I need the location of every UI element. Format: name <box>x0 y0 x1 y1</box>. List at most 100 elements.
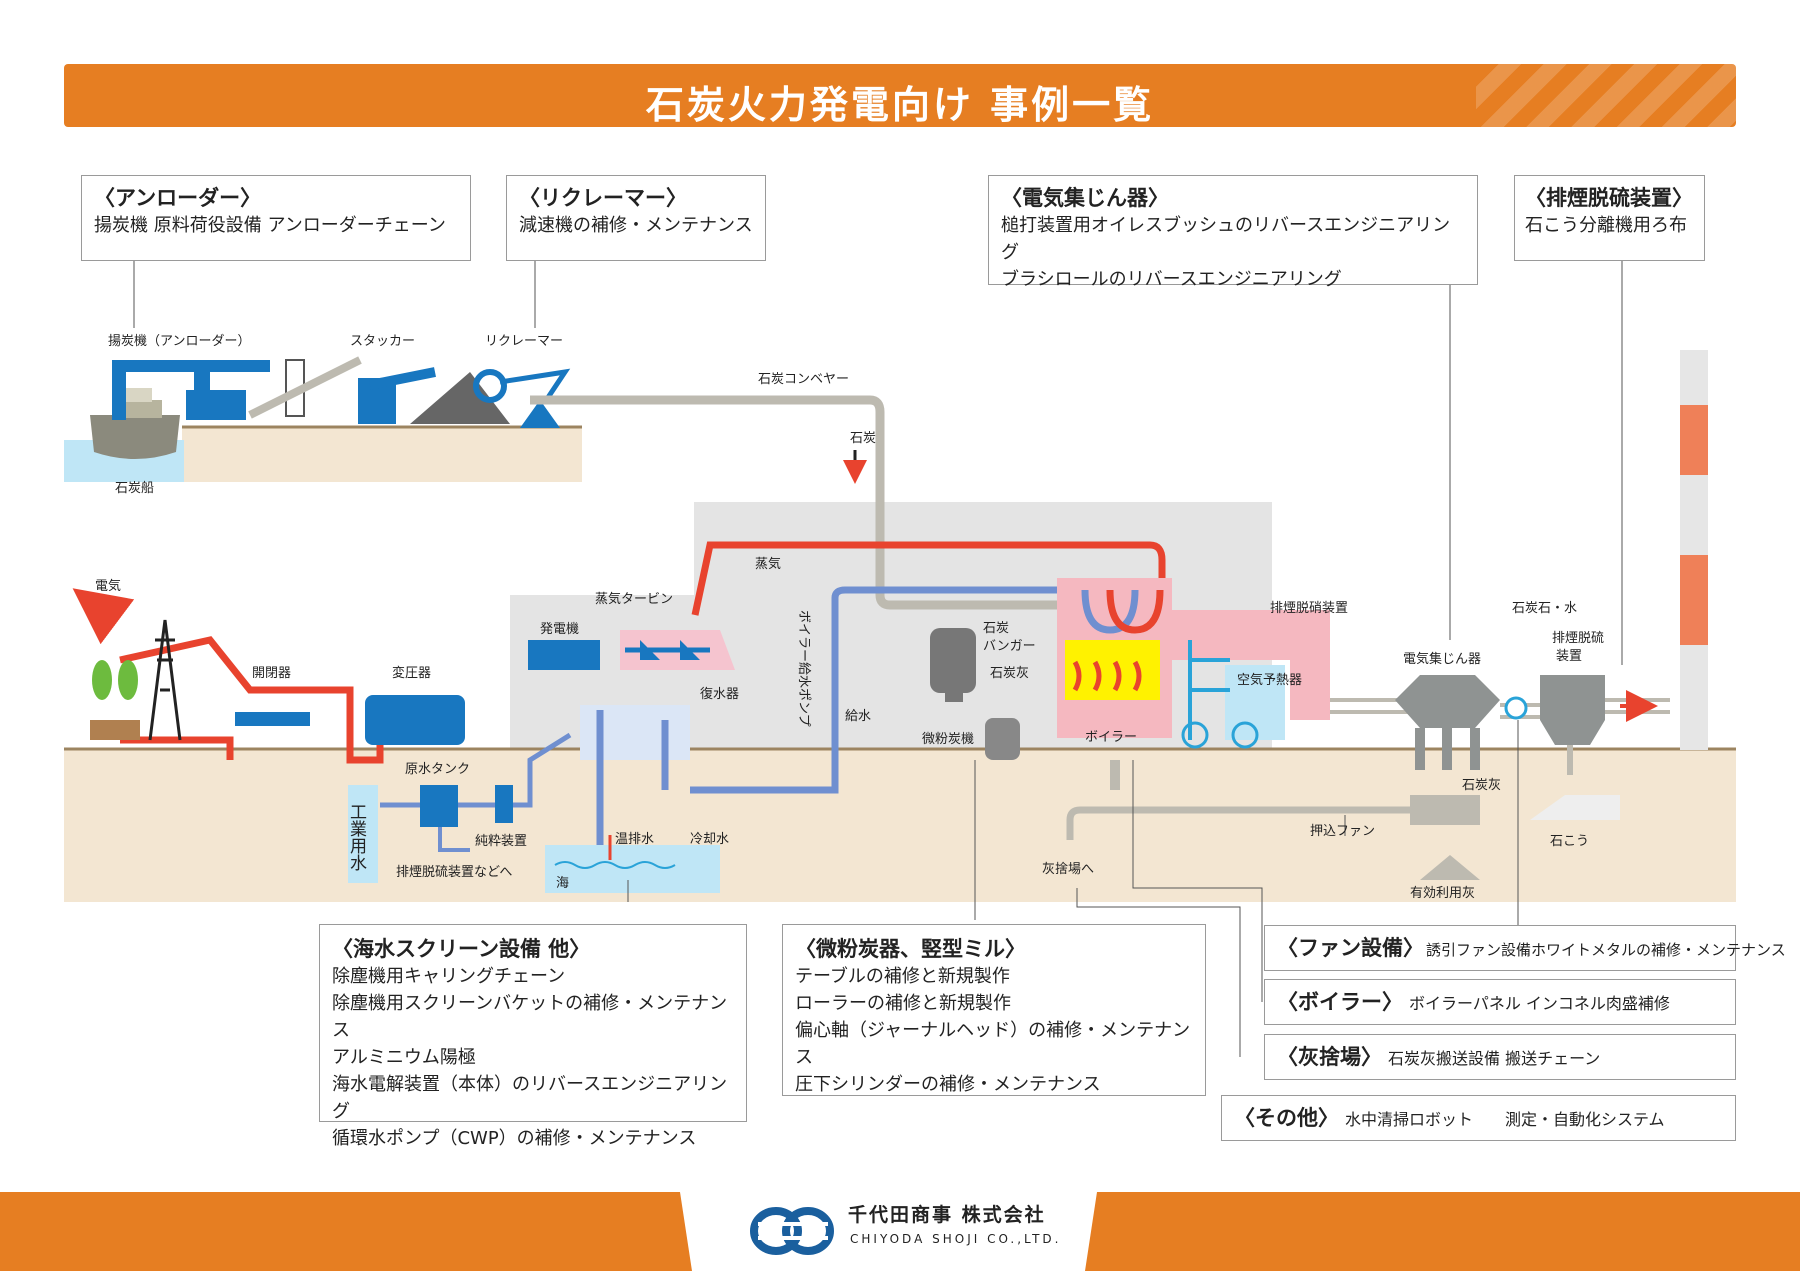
box-reclaimer: 〈リクレーマー〉 減速機の補修・メンテナンス <box>506 175 766 261</box>
box-seawater-line-5: 循環水ポンプ（CWP）の補修・メンテナンス <box>332 1128 697 1149</box>
label-fgd-1: 排煙脱硫 <box>1552 631 1604 646</box>
transformer <box>365 695 465 745</box>
box-esp-line-2: ブラシロールのリバースエンジニアリング <box>1001 269 1342 290</box>
fgd <box>1540 675 1605 745</box>
label-pulverizer: 微粉炭機 <box>922 732 974 747</box>
label-condenser: 復水器 <box>700 686 739 702</box>
label-fdf: 押込ファン <box>1310 824 1375 839</box>
label-coal-ash: 石炭灰 <box>1462 778 1501 793</box>
generator <box>528 640 600 670</box>
box-seawater-line-2: 除塵機用スクリーンバケットの補修・メンテナンス <box>332 993 728 1041</box>
box-mill-line-4: 圧下シリンダーの補修・メンテナンス <box>795 1074 1101 1095</box>
box-fgd-heading: 〈排煙脱硫装置〉 <box>1525 186 1693 210</box>
label-electricity: 電気 <box>95 578 121 594</box>
trees <box>90 660 140 740</box>
label-esp: 電気集じん器 <box>1403 651 1481 667</box>
label-coal-bunker-1: 石炭 <box>983 621 1009 636</box>
label-boiler: ボイラー <box>1085 730 1137 745</box>
box-reclaimer-line-1: 減速機の補修・メンテナンス <box>519 215 753 236</box>
label-raw-water-tank: 原水タンク <box>405 762 470 777</box>
label-coal: 石炭 <box>850 431 876 446</box>
box-reclaimer-heading: 〈リクレーマー〉 <box>519 186 687 210</box>
label-unloader: 揚炭機（アンローダー） <box>108 333 250 349</box>
label-coal-bunker-2: バンガー <box>983 639 1036 654</box>
box-fan-text: 誘引ファン設備ホワイトメタルの補修・メンテナンス <box>1426 941 1786 959</box>
label-purifier: 純粋装置 <box>475 834 527 849</box>
tower <box>148 619 182 741</box>
box-unloader: 〈アンローダー〉 揚炭機 原料荷役設備 アンローダーチェーン <box>81 175 471 261</box>
footer-band-right <box>1085 1192 1800 1271</box>
ground <box>64 748 1736 902</box>
box-ash-text: 石炭灰搬送設備 搬送チェーン <box>1388 1049 1601 1068</box>
coal-ship <box>90 415 180 459</box>
raw-water-tank <box>420 785 458 827</box>
box-other-heading: 〈その他〉 <box>1234 1106 1339 1130</box>
label-feedwater-pump: ボイラー給水ポンプ <box>796 610 811 727</box>
label-switchgear: 開閉器 <box>252 666 291 681</box>
steam-line <box>691 541 1166 630</box>
box-mill-line-2: ローラーの補修と新規製作 <box>795 993 1011 1014</box>
label-coal-conveyor: 石炭コンベヤー <box>758 372 849 387</box>
gypsum-pile <box>1530 795 1620 820</box>
label-air-preheater: 空気予熱器 <box>1237 672 1302 688</box>
title-stripes <box>1476 64 1736 127</box>
company-name-en: CHIYODA SHOJI CO.,LTD. <box>850 1232 1062 1246</box>
box-boiler: 〈ボイラー〉ボイラーパネル インコネル肉盛補修 <box>1264 979 1736 1025</box>
label-industrial-water: 工業用水 <box>346 803 367 871</box>
purifier <box>495 785 513 823</box>
company-logo-icon <box>750 1207 834 1255</box>
switchgear <box>235 712 310 726</box>
label-fgd-2: 装置 <box>1556 649 1582 664</box>
induced-fan <box>1504 696 1528 720</box>
box-esp-line-1: 槌打装置用オイレスブッシュのリバースエンジニアリング <box>1001 215 1451 263</box>
company-name-jp: 千代田商事 株式会社 <box>848 1204 1046 1226</box>
box-fan: 〈ファン設備〉誘引ファン設備ホワイトメタルの補修・メンテナンス <box>1264 925 1786 971</box>
label-steam-turbine: 蒸気タービン <box>595 591 673 607</box>
box-esp: 〈電気集じん器〉 槌打装置用オイレスブッシュのリバースエンジニアリング ブラシロ… <box>988 175 1478 290</box>
box-seawater-line-3: アルミニウム陽極 <box>332 1047 476 1068</box>
coal-pile <box>410 372 510 424</box>
box-seawater-heading: 〈海水スクリーン設備 他〉 <box>332 937 591 961</box>
box-boiler-heading: 〈ボイラー〉 <box>1277 990 1403 1014</box>
page-title: 石炭火力発電向け 事例一覧 <box>645 83 1155 127</box>
box-fgd-line-1: 石こう分離機用ろ布 <box>1525 215 1687 236</box>
box-fgd: 〈排煙脱硫装置〉 石こう分離機用ろ布 <box>1514 175 1705 261</box>
box-ash: 〈灰捨場〉石炭灰搬送設備 搬送チェーン <box>1264 1034 1736 1080</box>
label-to-ash-site: 灰捨場へ <box>1042 861 1094 877</box>
label-cooling-water: 冷却水 <box>690 832 729 847</box>
label-sea: 海 <box>556 876 569 891</box>
label-limestone-water: 石炭石・水 <box>1512 601 1577 616</box>
box-boiler-text: ボイラーパネル インコネル肉盛補修 <box>1409 994 1670 1013</box>
esp <box>1395 675 1500 728</box>
air-fan-2 <box>1231 721 1259 749</box>
label-feedwater: 給水 <box>845 709 871 724</box>
label-warm-discharge: 温排水 <box>615 832 654 847</box>
box-seawater: 〈海水スクリーン設備 他〉 除塵機用キャリングチェーン 除塵機用スクリーンバケッ… <box>319 924 747 1149</box>
coal-conveyor <box>530 395 1085 610</box>
power-line <box>119 636 384 764</box>
sea <box>545 845 720 893</box>
denox <box>1172 610 1330 720</box>
reclaimer-wheel <box>473 369 507 403</box>
label-steam: 蒸気 <box>755 556 781 572</box>
box-mill-heading: 〈微粉炭器、竪型ミル〉 <box>795 937 1026 961</box>
box-unloader-heading: 〈アンローダー〉 <box>94 186 262 210</box>
air-fan-1 <box>1181 721 1209 749</box>
footer-band-left <box>0 1192 692 1271</box>
box-other-text: 水中清掃ロボット 測定・自動化システム <box>1345 1110 1665 1129</box>
coal-bunker <box>930 628 976 693</box>
label-gypsum: 石こう <box>1550 834 1589 849</box>
box-seawater-line-4: 海水電解装置（本体）のリバースエンジニアリング <box>332 1074 728 1122</box>
ash-pile <box>1420 855 1480 880</box>
box-ash-heading: 〈灰捨場〉 <box>1277 1045 1382 1069</box>
box-esp-heading: 〈電気集じん器〉 <box>1001 186 1169 210</box>
ash-line <box>1066 806 1420 840</box>
label-reclaimer: リクレーマー <box>485 334 563 349</box>
label-stacker: スタッカー <box>350 334 415 349</box>
port-ground <box>182 427 582 482</box>
title-bar: 石炭火力発電向け 事例一覧 <box>64 64 1736 127</box>
industrial-water <box>348 785 378 883</box>
box-mill-line-3: 偏心軸（ジャーナルヘッド）の補修・メンテナンス <box>795 1020 1191 1068</box>
label-effective-use-ash: 有効利用灰 <box>1410 886 1475 901</box>
